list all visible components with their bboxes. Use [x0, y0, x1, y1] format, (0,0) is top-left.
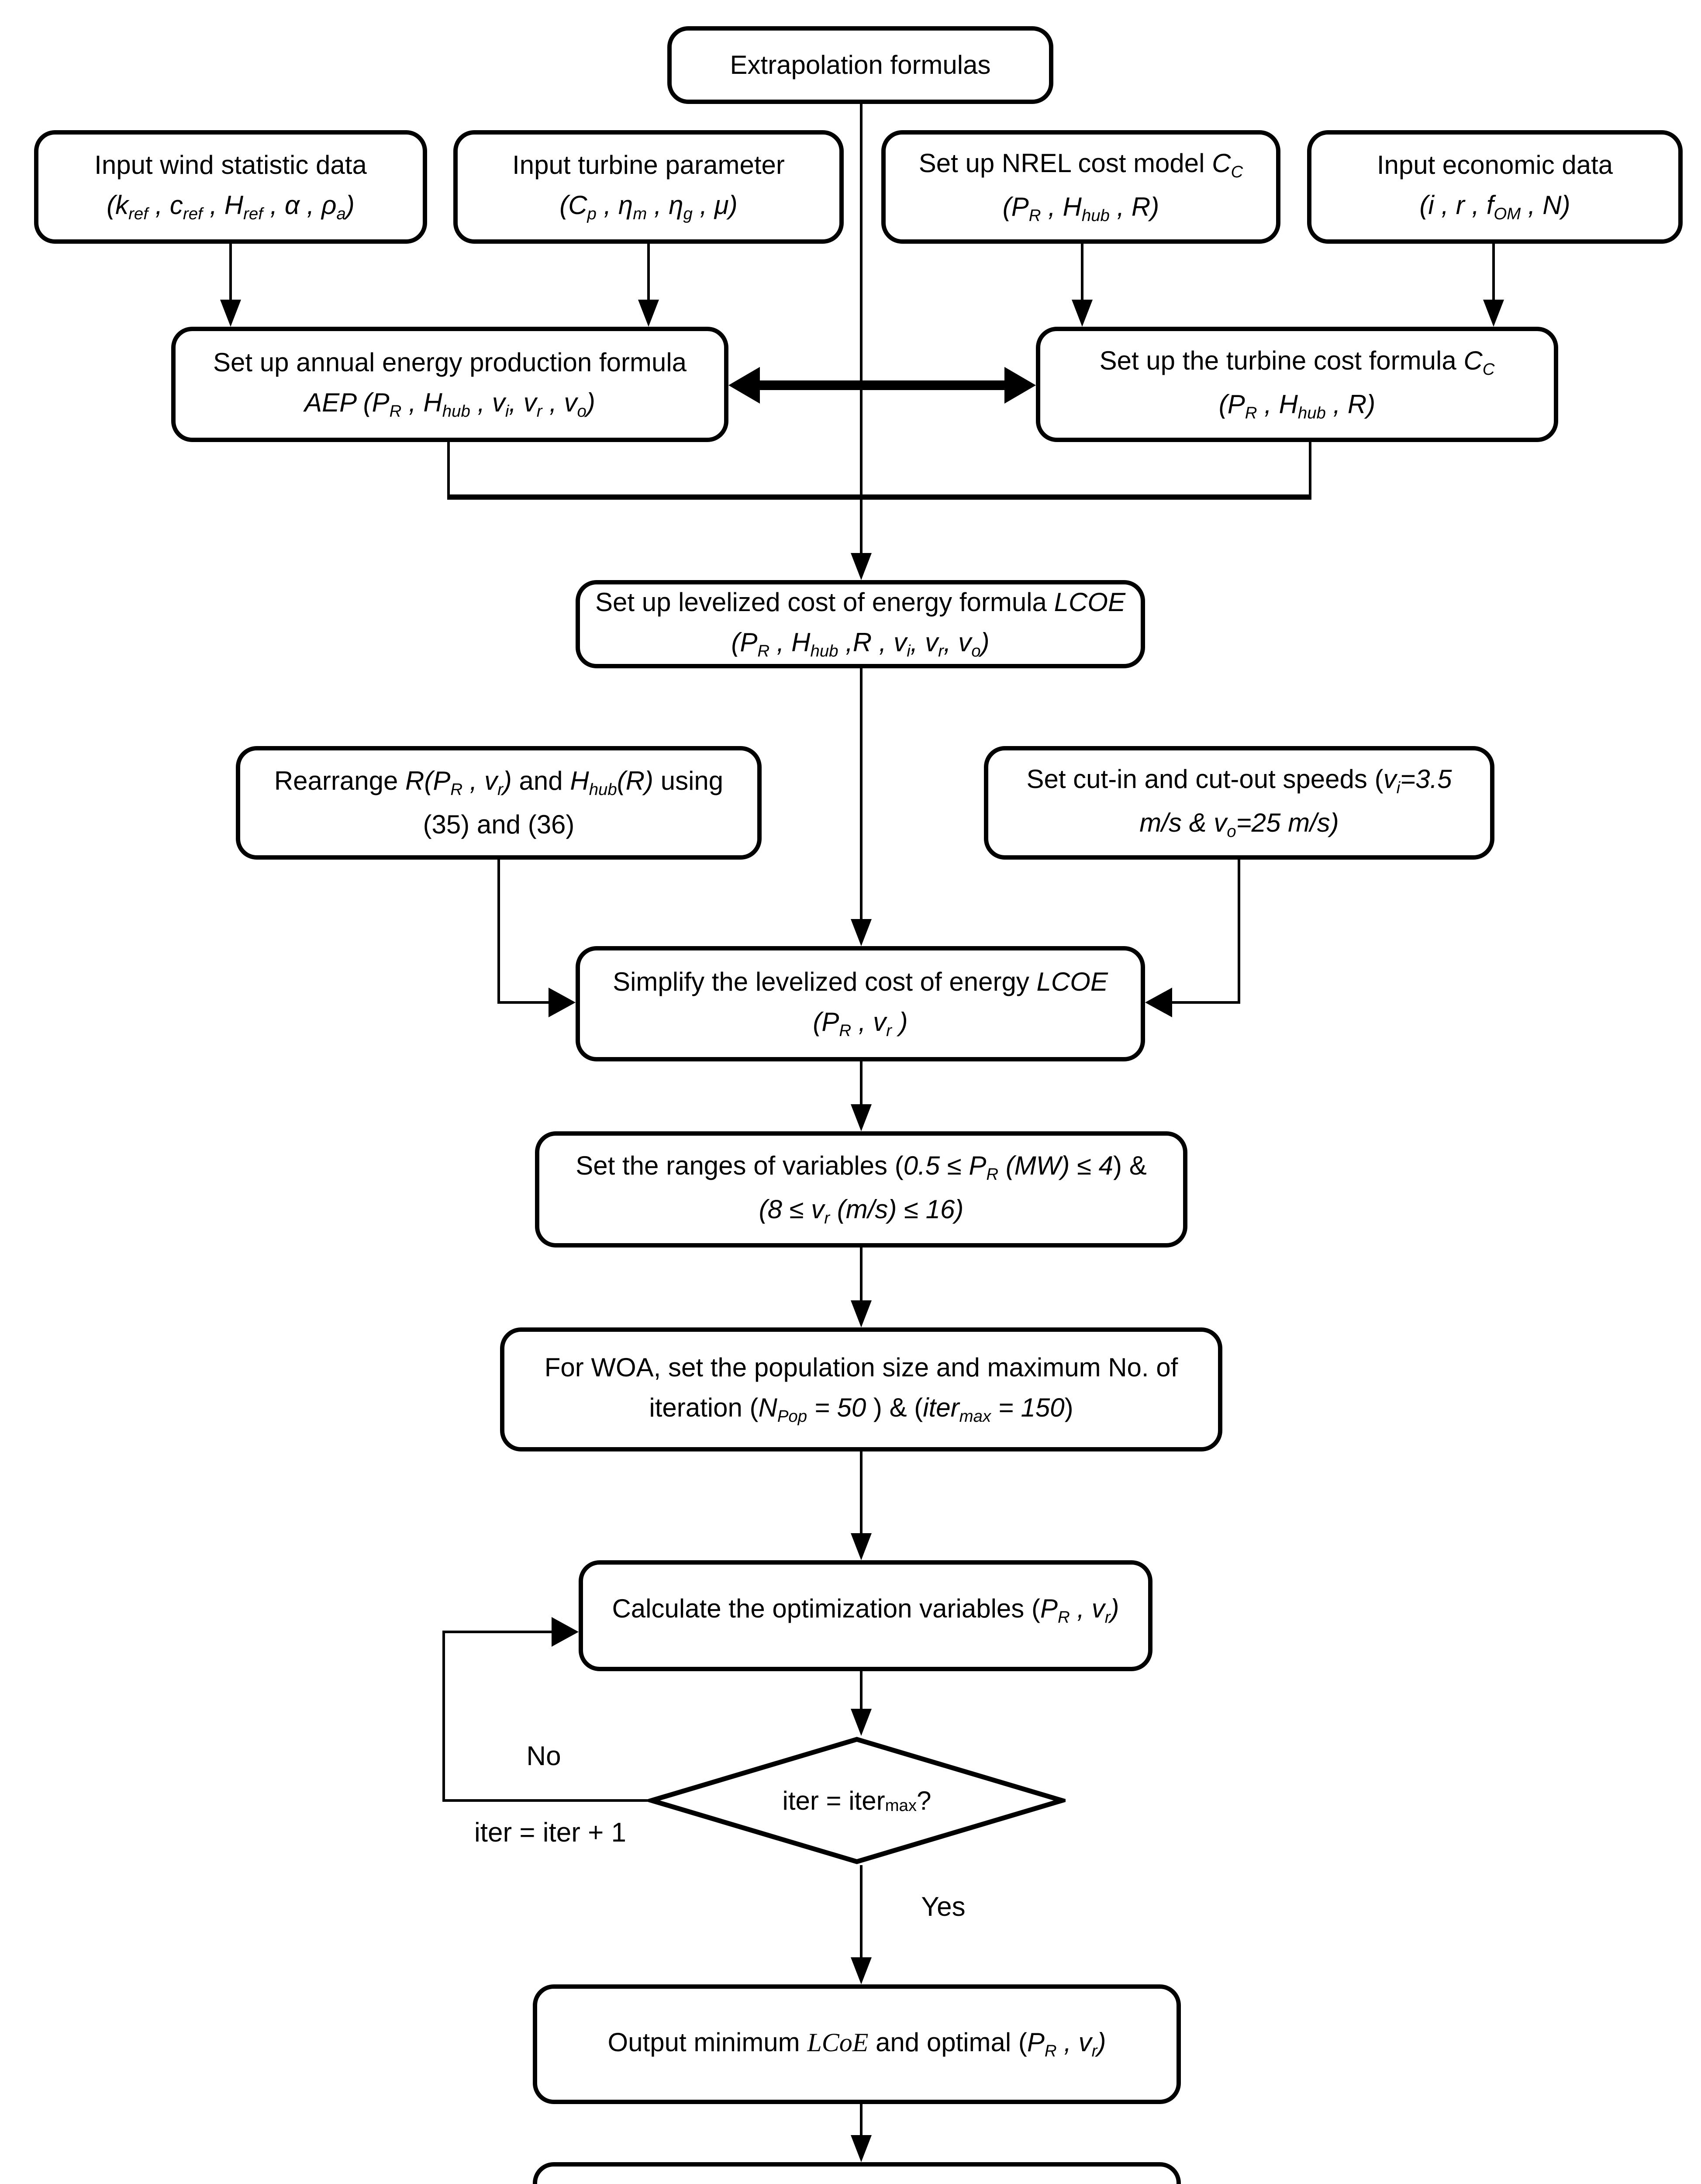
- connector-cutin-left: [1172, 1001, 1240, 1004]
- node-woa-settings: For WOA, set the population size and max…: [500, 1327, 1222, 1451]
- connector-rearrange-down: [497, 860, 500, 1004]
- node-output-line1: Output minimum LCoE and optimal (PR , vr…: [607, 2028, 1106, 2060]
- connector-wind-to-aep: [229, 244, 232, 301]
- node-econ-line1: Input economic data: [1377, 150, 1613, 180]
- node-woa-line2: iteration (NPop = 50 ) & (itermax = 150): [649, 1393, 1073, 1426]
- node-ranges-line2: (8 ≤ vr (m/s) ≤ 16): [759, 1195, 964, 1227]
- arrowhead-into-cost-right: [1483, 300, 1504, 327]
- decision-diamond: [648, 1737, 1066, 1864]
- arrowhead-into-simplify-right: [1145, 988, 1172, 1017]
- connector-merge-horizontal: [447, 494, 1311, 500]
- arrowhead-into-cost-left: [1072, 300, 1093, 327]
- connector-decision-to-output: [860, 1865, 863, 1959]
- arrowhead-loop-into-calcopt: [552, 1617, 579, 1647]
- node-nrel-cost-model: Set up NREL cost model CC (PR , Hhub , R…: [881, 130, 1280, 244]
- node-rearrange: Rearrange R(PR , vr) and Hhub(R) using (…: [236, 746, 762, 860]
- arrowhead-into-aep-left: [220, 300, 241, 327]
- connector-cost-merge-stub: [1309, 442, 1311, 496]
- node-extrapolation-text: Extrapolation formulas: [730, 50, 991, 79]
- node-simplify-lcoe: Simplify the levelized cost of energy LC…: [576, 946, 1145, 1061]
- node-lcoe-formula: Set up levelized cost of energy formula …: [576, 580, 1145, 668]
- node-aep-line1: Set up annual energy production formula: [213, 348, 687, 377]
- node-cost-line2: (PR , Hhub , R): [1218, 390, 1376, 422]
- arrowhead-into-woa: [851, 1300, 872, 1327]
- node-lcoe-line2: (PR , Hhub ,R , vi, vr, vo): [731, 628, 990, 660]
- node-calcopt-line1: Calculate the optimization variables (PR…: [612, 1594, 1119, 1627]
- connector-cutin-down: [1238, 860, 1240, 1004]
- arrowhead-into-simplify-top: [851, 919, 872, 946]
- connector-loop-top: [442, 1631, 552, 1633]
- connector-lcoe-to-simplify: [860, 668, 863, 922]
- node-wind-line1: Input wind statistic data: [94, 150, 367, 180]
- connector-calcopt-to-decision: [860, 1671, 863, 1711]
- node-variable-ranges: Set the ranges of variables (0.5 ≤ PR (M…: [535, 1131, 1187, 1248]
- node-nrel-line1: Set up NREL cost model CC: [918, 149, 1243, 181]
- arrowhead-into-aep-right: [638, 300, 659, 327]
- connector-woa-to-calcopt: [860, 1451, 863, 1535]
- connector-loop-up: [442, 1631, 445, 1802]
- edge-label-yes: Yes: [921, 1892, 966, 1922]
- arrowhead-doublearrow-left: [728, 367, 760, 404]
- node-input-wind-data: Input wind statistic data (kref , cref ,…: [34, 130, 427, 244]
- node-ranges-line1: Set the ranges of variables (0.5 ≤ PR (M…: [576, 1151, 1147, 1184]
- node-output-minimum-lcoe: Output minimum LCoE and optimal (PR , vr…: [533, 1984, 1181, 2104]
- node-input-turbine-parameter: Input turbine parameter (Cp , ηm , ηg , …: [453, 130, 844, 244]
- arrowhead-into-calcopt-top: [851, 1533, 872, 1560]
- node-turbineparam-line2: (Cp , ηm , ηg , μ): [559, 190, 738, 223]
- edge-label-no: No: [526, 1741, 561, 1771]
- node-woa-line1: For WOA, set the population size and max…: [544, 1353, 1178, 1382]
- arrowhead-doublearrow-right: [1004, 367, 1036, 404]
- node-cutin-line1: Set cut-in and cut-out speeds (vi=3.5: [1026, 764, 1452, 797]
- node-turbine-cost-formula: Set up the turbine cost formula CC (PR ,…: [1036, 327, 1558, 442]
- arrowhead-into-output: [851, 1957, 872, 1984]
- node-simplify-line1: Simplify the levelized cost of energy LC…: [613, 967, 1108, 996]
- arrowhead-into-ranges: [851, 1104, 872, 1131]
- diamond-shape: [648, 1737, 1066, 1864]
- node-cost-line1: Set up the turbine cost formula CC: [1099, 346, 1495, 379]
- node-aep-line2: AEP (PR , Hhub , vi, vr , vo): [304, 388, 595, 421]
- connector-extrapolation-to-lcoe: [860, 104, 863, 555]
- arrowhead-into-calcfollow: [851, 2135, 872, 2162]
- connector-output-to-calcfollow: [860, 2104, 863, 2137]
- node-turbineparam-line1: Input turbine parameter: [512, 150, 785, 180]
- node-aep-formula: Set up annual energy production formula …: [171, 327, 728, 442]
- connector-rearrange-right: [497, 1001, 552, 1004]
- connector-ranges-to-woa: [860, 1248, 863, 1302]
- arrowhead-into-decision: [851, 1709, 872, 1736]
- node-cutin-line2: m/s & vo=25 m/s): [1139, 808, 1339, 841]
- node-econ-line2: (i , r , fOM , N): [1419, 190, 1570, 223]
- node-calculate-following: Calculate the following (R , Hhub , AEP …: [533, 2162, 1181, 2184]
- connector-aep-merge-stub: [447, 442, 450, 496]
- node-input-economic-data: Input economic data (i , r , fOM , N): [1307, 130, 1683, 244]
- connector-econ-to-cost: [1492, 244, 1495, 301]
- node-rearrange-line2: (35) and (36): [423, 810, 575, 839]
- connector-loop-bottom: [442, 1799, 653, 1802]
- node-wind-line2: (kref , cref , Href , α , ρa): [107, 190, 355, 223]
- node-nrel-line2: (PR , Hhub , R): [1002, 192, 1159, 225]
- edge-label-iter-update: iter = iter + 1: [474, 1818, 627, 1848]
- node-extrapolation-formulas: Extrapolation formulas: [667, 26, 1053, 104]
- connector-aep-cost-doublearrow-shaft: [758, 380, 1007, 390]
- node-cutin-cutout-speeds: Set cut-in and cut-out speeds (vi=3.5 m/…: [984, 746, 1494, 860]
- node-lcoe-line1: Set up levelized cost of energy formula …: [595, 587, 1125, 617]
- node-calc-optimization-variables: Calculate the optimization variables (PR…: [579, 1560, 1152, 1671]
- node-simplify-line2: (PR , vr ): [813, 1007, 908, 1040]
- connector-turbineparam-to-aep: [647, 244, 650, 301]
- node-rearrange-line1: Rearrange R(PR , vr) and Hhub(R) using: [274, 766, 724, 799]
- connector-simplify-to-ranges: [860, 1061, 863, 1106]
- connector-nrel-to-cost: [1081, 244, 1083, 301]
- arrowhead-into-simplify-left: [549, 988, 576, 1017]
- arrowhead-into-lcoe: [851, 553, 872, 580]
